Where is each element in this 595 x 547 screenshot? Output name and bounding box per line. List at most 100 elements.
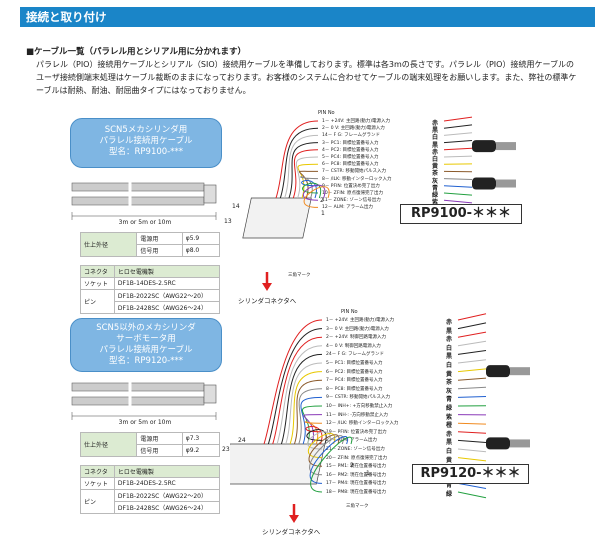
section-header: 接続と取り付け	[20, 7, 595, 27]
cable1-wire	[300, 176, 319, 199]
conn-label: ソケット	[80, 477, 115, 490]
cable2-wire	[308, 434, 340, 467]
cable2-wire-end	[457, 359, 487, 364]
cable1-cable-bundle	[472, 140, 496, 153]
cable2-callout: SCN5以外のメカシリンダ サーボモータ用 パラレル接続用ケーブル 型名：RP9…	[70, 318, 222, 372]
cable2-wire-end	[457, 422, 487, 425]
cable1-pin-row: 8－ /ILK: 移動インターロック入力	[322, 176, 392, 182]
cable1-length: 3m or 5m or 10m	[118, 219, 172, 226]
spec-value: φ8.0	[181, 244, 221, 257]
cable2-pin-color: 青	[446, 396, 453, 404]
conn-maker: ヒロセ電機製	[113, 465, 221, 478]
cable1-wire	[303, 186, 330, 208]
cable2-pin-row: 21－ ZONE: ゾーン信号出力	[326, 447, 385, 452]
cable2-arrow-label: シリンダコネクタへ	[262, 528, 321, 536]
cable1-callout-line3: 型名：RP9100-***	[109, 147, 183, 157]
cable2-wire-end	[457, 350, 487, 355]
cable1-wire-end	[443, 199, 473, 204]
cable2-pin-row: 18－ PM8: 現在位置番号出力	[326, 490, 387, 495]
cable1-illustration	[71, 181, 217, 220]
cable1-pin-color: 紫	[432, 199, 439, 207]
cable2-pin-row: 3－ 0 V: 主回路(動力)電源入力	[326, 326, 389, 332]
cable1-wire	[284, 134, 319, 199]
cable1-wire	[279, 127, 319, 199]
cable2-wire-end	[457, 448, 487, 453]
spec-label: 信号用	[136, 244, 183, 257]
cable1-cable-sheath	[496, 142, 516, 151]
cable1-arrow-icon	[262, 272, 272, 291]
cable1-pin-no: PIN No	[318, 110, 335, 116]
cable2-callout-line4: 型名：RP9120-***	[109, 356, 183, 366]
spec-value: φ7.3	[181, 432, 221, 445]
cable2-wire	[285, 362, 323, 445]
spec-label: 電源用	[136, 432, 183, 445]
cable2-pin-no: PIN No	[341, 309, 358, 315]
cable2-wire	[310, 436, 353, 493]
cable2-wire	[276, 345, 323, 445]
cable1-cable-sheath	[496, 179, 516, 188]
cable2-wire	[307, 433, 336, 459]
cable2-arrow-icon	[289, 504, 299, 523]
cable1-wire	[295, 156, 319, 199]
cable1-pin-color: 茶	[432, 170, 439, 178]
cable2-model: RP9120-＊＊＊	[412, 464, 529, 484]
spec-label: 電源用	[136, 232, 183, 245]
cable2-illustration	[71, 381, 217, 420]
cable1-wire-end	[443, 155, 473, 158]
cable1-pin-row: 9－ PFIN: 位置決め完了出力	[322, 183, 380, 189]
cable2-pin-row: 20－ ZFIN: 原点復帰完了出力	[326, 455, 387, 461]
cable2-pin-color: 黒	[446, 327, 453, 335]
cable2-pin-color: 茶	[446, 379, 453, 387]
conn-label: ピン	[80, 289, 115, 314]
conn-value: DF1B-2022SC（AWG22～20）	[113, 289, 221, 302]
cable2-wire	[263, 319, 323, 445]
cable2-pin-row: 7－ PC4: 目標位置番号入力	[326, 378, 383, 384]
cable1-pin-row: 6－ PC8: 目標位置番号入力	[322, 162, 379, 168]
cable2-pin-row: 24－ F G: フレームグランド	[326, 352, 384, 358]
cable1-wire-end	[443, 178, 473, 180]
cable1-wire	[302, 182, 322, 199]
cable2-pin-color: 橙	[446, 422, 453, 430]
cable2-wire-end	[457, 331, 487, 338]
cable2-wire-end	[457, 313, 487, 321]
cable1-pin-row: 12－ ALM: アラーム出力	[322, 205, 373, 211]
cable2-wire	[306, 429, 327, 445]
cable2-pin-color: 青	[446, 482, 453, 490]
cable2-pin-color: 黄	[446, 370, 453, 378]
cable1-callout-line1: SCN5メカシリンダ用	[104, 125, 188, 135]
conn-value: DF1B-24DES-2.5RC	[113, 477, 221, 490]
cable1-wire-end	[443, 124, 473, 129]
cable1-pin-row: 2－ 0 V: 主回路(動力)電源入力	[322, 126, 385, 132]
cable1-wire	[302, 184, 326, 201]
cable2-pin-row: 2－ +24V: 制御回路電源入力	[326, 335, 386, 341]
cable2-pin-color: 黄	[446, 456, 453, 464]
cable2-spec-table: 仕上外径 電源用 φ7.3 信号用 φ9.2	[79, 432, 221, 457]
conn-value: DF1B-2428SC（AWG26～24）	[113, 501, 221, 514]
cable1-wire-end	[443, 132, 473, 136]
cable1-wire-end	[443, 185, 473, 188]
cable2-pin-color: 白	[446, 448, 453, 455]
cable1-wire	[297, 163, 319, 199]
cable2-pin-color: 赤	[446, 319, 453, 326]
cable2-wire-end	[457, 322, 487, 330]
spec-label: 信号用	[136, 444, 183, 457]
cable1-pin-mark-right2: 1	[321, 210, 325, 217]
cable1-pin-row: 7－ CSTR: 移動開始パルス入力	[322, 169, 386, 175]
cable1-wire	[275, 120, 319, 199]
cable1-pin-row: 3－ PC1: 目標位置番号入力	[322, 140, 379, 146]
cable2-wire	[301, 405, 323, 445]
cable1-pin-color: 白	[432, 134, 439, 142]
cable1-arrow-label: シリンダコネクタへ	[238, 297, 297, 305]
cable1-pin-row: 10－ ZFIN: 原点復帰完了出力	[322, 191, 383, 196]
cable2-pin-color: 赤	[446, 336, 453, 344]
cable1-model: RP9100-＊＊＊	[400, 204, 522, 224]
cable2-wiring	[230, 313, 530, 499]
cable2-wire-end	[457, 377, 487, 381]
conn-label: ピン	[80, 489, 115, 514]
cable1-connector-body	[242, 197, 312, 239]
cable2-wire-end	[457, 368, 487, 373]
conn-header: コネクタ	[80, 465, 115, 478]
cable2-pin-color: 黒	[446, 439, 453, 447]
cable2-callout-line1: SCN5以外のメカシリンダ	[96, 323, 196, 333]
cable2-pin-mark-right: 2	[350, 462, 354, 469]
